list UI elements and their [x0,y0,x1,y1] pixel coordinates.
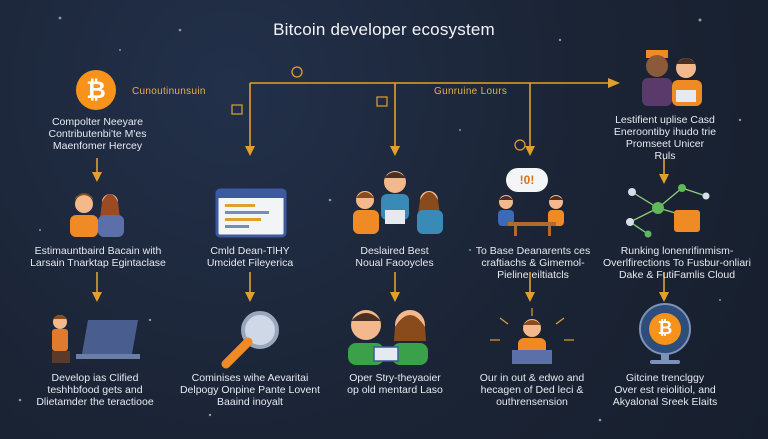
network-nodes-icon [626,184,710,238]
remote-worker-icon [490,308,574,364]
magnifier-icon [221,311,279,369]
node-label-11: Runking lonenrifinmism-Overlfirections T… [602,245,752,281]
meeting-table-icon [498,195,564,236]
bitcoin-icon: ₿ [76,70,116,110]
top-label-left: Cunoutinunsuin [132,86,206,97]
developers-pair-icon [70,193,124,237]
top-label-middle: Gunruine Lours [434,86,508,97]
bitcoin-globe-icon [639,303,691,364]
speech-bubble-icon: !0! [506,168,548,192]
team-group-icon [353,171,443,234]
arrowhead-top [608,78,620,88]
diagram-title: Bitcoin developer ecosystem [273,20,495,39]
collaborators-icon [348,310,428,365]
code-window-icon [215,188,287,238]
laptop-developer-icon [52,315,140,363]
community-members-icon [642,50,702,106]
bitcoin-globe-symbol: ₿ [657,318,673,339]
